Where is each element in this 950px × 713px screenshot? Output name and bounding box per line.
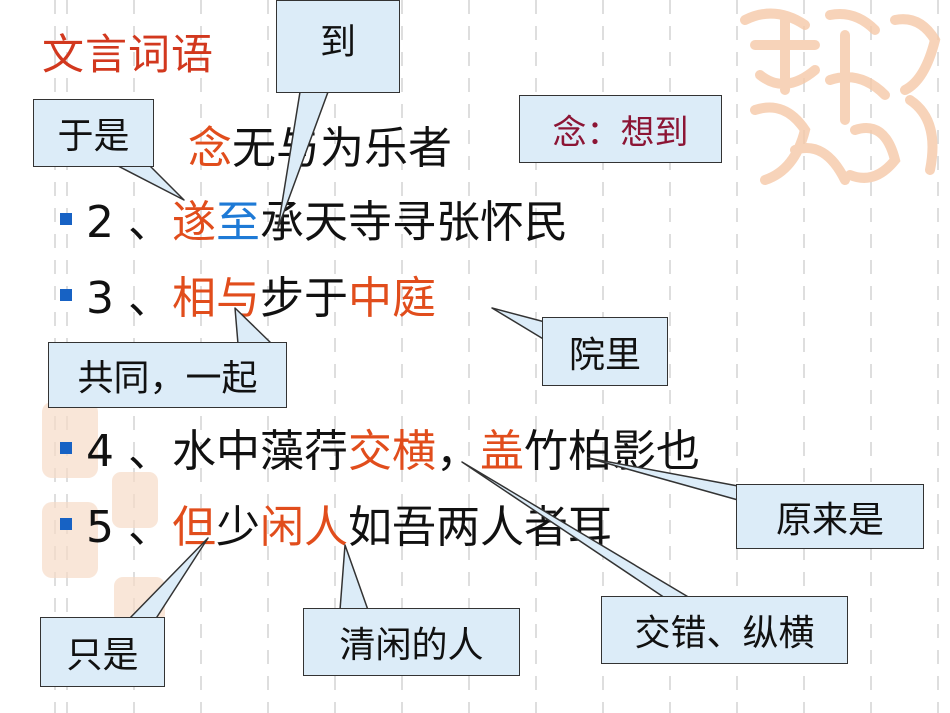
auspicious-seal-small-3 (42, 502, 98, 578)
pointer-jiaocuo (461, 461, 691, 599)
word-jiaoheng: 交横 (347, 426, 436, 477)
callout-zhishi: 只是 (40, 617, 165, 687)
word-zhongting: 中庭 (347, 273, 436, 324)
word-gai: 盖 (479, 426, 524, 477)
sentence-number: 3 、 (86, 273, 172, 324)
sentence-4-text-b: 竹柏影也 (523, 426, 700, 477)
pointer-yuanli (491, 307, 546, 341)
auspicious-seal-large (740, 8, 941, 185)
pointer-yushi (117, 165, 185, 201)
auspicious-seal-small-2 (112, 472, 158, 528)
callout-nian-xiangdao: 念：想到 (519, 95, 722, 163)
word-zhi: 至 (215, 197, 260, 248)
word-sui: 遂 (171, 197, 216, 248)
sentence-2: 2 、遂至承天寺寻张怀民 (60, 201, 568, 245)
callout-jiaocuo: 交错、纵横 (601, 596, 848, 664)
callout-yushi: 于是 (33, 99, 154, 167)
slide-title: 文言词语 (42, 30, 215, 79)
sentence-5: 5 、但少闲人如吾两人者耳 (60, 506, 612, 550)
callout-gongtong: 共同，一起 (48, 342, 287, 408)
sentence-4: 4 、水中藻荇交横，盖竹柏影也 (60, 430, 700, 474)
word-dan: 但 (171, 502, 216, 553)
sentence-number: 4 、 (86, 426, 172, 477)
pointer-dao (277, 91, 329, 229)
pointer-qingxian (339, 544, 369, 611)
callout-dao: 到 (276, 0, 400, 93)
auspicious-seal-small-1 (42, 402, 98, 478)
sentence-5-text-a: 少 (215, 502, 260, 553)
sentence-3: 3 、相与步于中庭 (60, 277, 436, 321)
sentence-2-text: 承天寺寻张怀民 (259, 197, 568, 248)
sentence-4-text-a: 水中藻荇 (171, 426, 348, 477)
pointer-gongtong (234, 307, 273, 345)
bullet-icon (60, 518, 72, 530)
word-xianren: 闲人 (259, 502, 348, 553)
word-nian: 念 (188, 123, 232, 174)
word-xiangyu: 相与 (171, 273, 260, 324)
sentence-number: 2 、 (86, 197, 172, 248)
callout-yuanlaishi: 原来是 (736, 484, 924, 549)
bullet-icon (60, 213, 72, 225)
bullet-icon (60, 442, 72, 454)
pointer-zhishi (127, 537, 209, 621)
callout-yuanli: 院里 (542, 317, 668, 386)
sentence-4-comma: ， (435, 426, 480, 477)
sentence-1: 念无与为乐者 (188, 127, 452, 171)
pointer-yuanlaishi (587, 457, 739, 501)
sentence-1-text: 无与为乐者 (232, 123, 452, 174)
sentence-number: 5 、 (86, 502, 172, 553)
callout-qingxian: 清闲的人 (303, 608, 520, 676)
bullet-icon (60, 289, 72, 301)
sentence-3-text: 步于 (259, 273, 348, 324)
